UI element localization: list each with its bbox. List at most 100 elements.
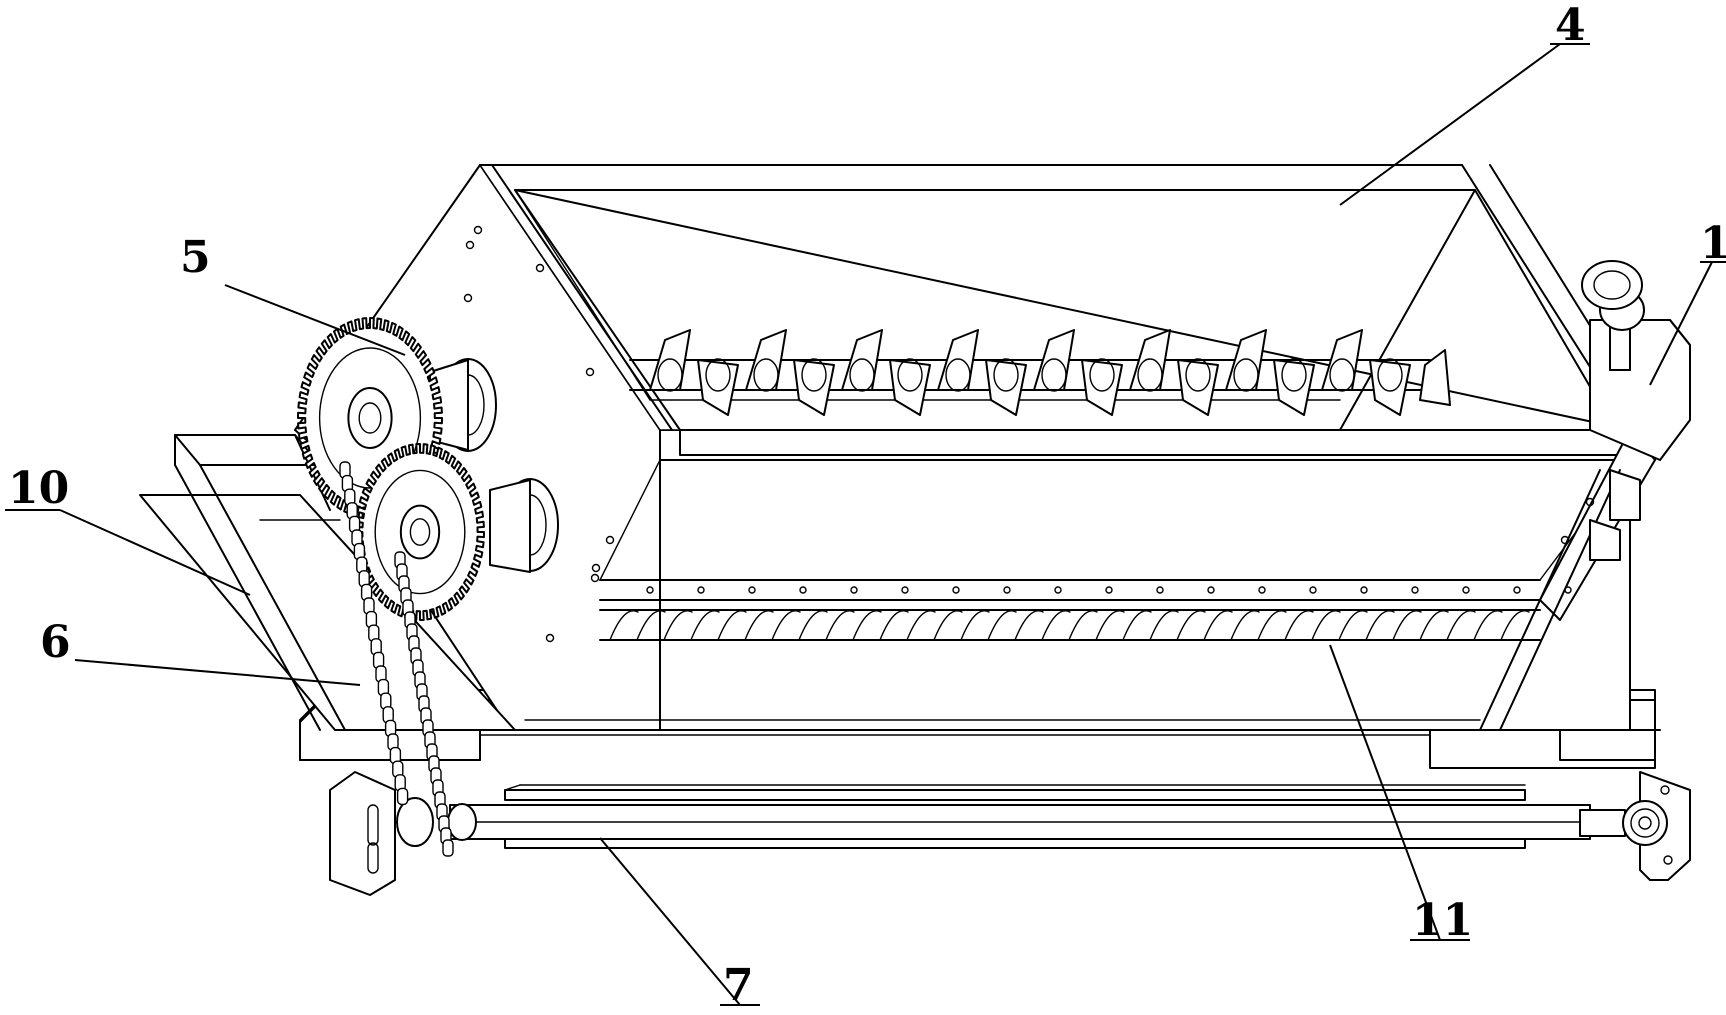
- paddle-hub: [897, 358, 923, 392]
- screw-flight: [609, 610, 639, 641]
- bolt-hole: [1156, 586, 1164, 594]
- bolt-hole: [1207, 586, 1215, 594]
- label-1: 1: [1700, 218, 1726, 269]
- paddle-shaft: [629, 329, 1451, 416]
- screw-flight: [906, 610, 936, 641]
- paddle-blade: [1177, 359, 1219, 416]
- panel-holes: [463, 225, 1595, 643]
- lower-shaft: [447, 803, 1626, 841]
- paddle-blade: [841, 329, 883, 391]
- bolt-hole: [748, 586, 756, 594]
- screw-flight: [744, 610, 774, 641]
- right-bearing-plate: [1622, 771, 1691, 881]
- bolt-hole: [850, 586, 858, 594]
- screw-flight: [771, 610, 801, 641]
- bolt-hole: [1360, 586, 1368, 594]
- screw-flight: [1095, 610, 1125, 641]
- paddle-hub: [945, 358, 971, 392]
- paddle-blade: [937, 329, 979, 391]
- paddle-hub: [1377, 358, 1403, 392]
- screw-flight: [987, 610, 1017, 641]
- screw-flight: [1311, 610, 1341, 641]
- paddle-blade: [985, 359, 1027, 416]
- callouts: 4 1 5 10 6 7 11: [5, 0, 1726, 1011]
- paddle-hub: [801, 358, 827, 392]
- housing: [294, 164, 1661, 731]
- paddle-blade: [1321, 329, 1363, 391]
- label-7: 7: [723, 960, 754, 1011]
- screw-flight: [879, 610, 909, 641]
- bolt-hole: [1411, 586, 1419, 594]
- paddle-blade: [1225, 329, 1267, 391]
- paddle-hub: [657, 358, 683, 392]
- screw-flight: [825, 610, 855, 641]
- screw-flight: [1500, 610, 1530, 641]
- screw-flight: [1176, 610, 1206, 641]
- bolt-hole: [901, 586, 909, 594]
- screw-flight: [636, 610, 666, 641]
- paddle-hub: [1281, 358, 1307, 392]
- screw-flight: [1122, 610, 1152, 641]
- label-5: 5: [180, 232, 211, 283]
- bolt-hole: [646, 586, 654, 594]
- bolt-hole: [1003, 586, 1011, 594]
- paddle-blade: [697, 359, 739, 416]
- paddle-hub: [1137, 358, 1163, 392]
- paddle-hub: [849, 358, 875, 392]
- screw-flight: [1392, 610, 1422, 641]
- bolt-hole: [1564, 586, 1572, 594]
- label-4: 4: [1555, 0, 1586, 51]
- screw-conveyor: [599, 609, 1541, 641]
- screw-flight: [933, 610, 963, 641]
- bolt-hole: [1309, 586, 1317, 594]
- paddle-hub: [1185, 358, 1211, 392]
- paddle-blade: [745, 329, 787, 391]
- screw-flight: [1068, 610, 1098, 641]
- chain-link: [442, 839, 454, 857]
- screw-flight: [960, 610, 990, 641]
- paddle-hub: [705, 358, 731, 392]
- bolt-hole: [799, 586, 807, 594]
- paddle-hub: [1233, 358, 1259, 392]
- label-6: 6: [40, 617, 71, 668]
- label-10: 10: [8, 463, 69, 514]
- bolt-hole: [952, 586, 960, 594]
- paddle-blade: [1369, 359, 1411, 416]
- paddle-blade: [1419, 349, 1451, 406]
- screw-flight: [717, 610, 747, 641]
- chain-link: [396, 787, 409, 806]
- bolt-hole: [1258, 586, 1266, 594]
- screw-flight: [663, 610, 693, 641]
- screw-flight: [1365, 610, 1395, 641]
- paddle-hub: [1329, 358, 1355, 392]
- paddle-hub: [1041, 358, 1067, 392]
- screw-flight: [1041, 610, 1071, 641]
- paddle-blade: [1273, 359, 1315, 416]
- bolt-hole: [1054, 586, 1062, 594]
- screw-flight: [1149, 610, 1179, 641]
- screw-flight: [1473, 610, 1503, 641]
- bolt-hole: [697, 586, 705, 594]
- screw-flight: [1446, 610, 1476, 641]
- screw-flight: [1014, 610, 1044, 641]
- screw-flight: [1419, 610, 1449, 641]
- paddle-hub: [1089, 358, 1115, 392]
- paddle-blade: [1081, 359, 1123, 416]
- bolt-hole: [1105, 586, 1113, 594]
- paddle-blade: [1129, 329, 1171, 391]
- screw-flight: [852, 610, 882, 641]
- paddle-blade: [889, 359, 931, 416]
- paddle-blade: [1033, 329, 1075, 391]
- rail-bolt-holes: [646, 586, 1572, 594]
- gear-drive: [297, 317, 559, 621]
- paddle-hub: [753, 358, 779, 392]
- left-bearing-plate: [329, 771, 434, 896]
- screw-flight: [1284, 610, 1314, 641]
- bolt-hole: [1513, 586, 1521, 594]
- screw-flight: [690, 610, 720, 641]
- screw-flight: [1257, 610, 1287, 641]
- screw-flight: [1338, 610, 1368, 641]
- paddle-blade: [649, 329, 691, 391]
- screw-flight: [798, 610, 828, 641]
